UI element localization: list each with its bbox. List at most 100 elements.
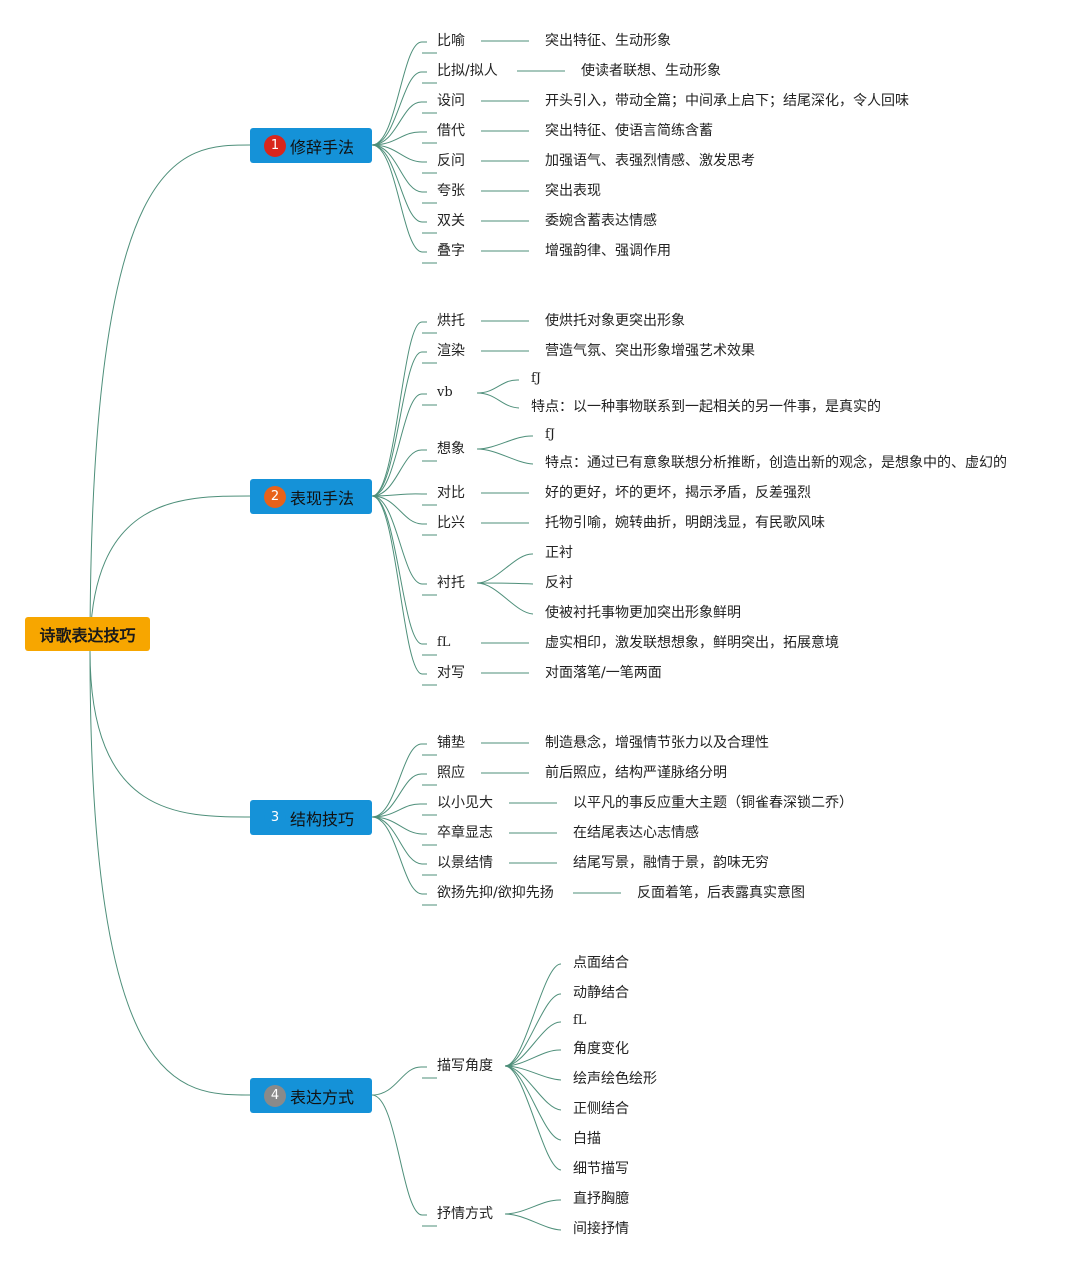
branch-label: 结构技巧 (290, 809, 355, 829)
topic-item[interactable]: 抒情方式 (437, 1206, 493, 1222)
item-to-child-connector (476, 392, 520, 409)
effect-text[interactable]: 对面落笔/一笔两面 (545, 665, 662, 681)
topic-item[interactable]: 对比 (437, 485, 465, 501)
effect-text[interactable]: 制造悬念，增强情节张力以及合理性 (545, 735, 769, 751)
child-item[interactable]: 点面结合 (573, 955, 629, 971)
child-item[interactable]: 直抒胸臆 (573, 1191, 629, 1207)
topic-item[interactable]: 以景结情 (437, 855, 493, 871)
branch-to-item-connector (371, 495, 427, 585)
child-item[interactable]: 使被衬托事物更加突出形象鲜明 (545, 605, 741, 621)
item-to-child-connector (504, 963, 562, 1067)
topic-item[interactable]: 铺垫 (437, 735, 465, 751)
topic-item[interactable]: 烘托 (437, 313, 465, 329)
effect-text[interactable]: 使读者联想、生动形象 (581, 63, 721, 79)
effect-text[interactable]: 使烘托对象更突出形象 (545, 313, 685, 329)
effect-text[interactable]: 营造气氛、突出形象增强艺术效果 (545, 343, 755, 359)
child-item[interactable]: 动静结合 (573, 985, 629, 1001)
topic-item[interactable]: vb (437, 385, 453, 400)
branch-to-item-connector (371, 816, 427, 865)
item-to-child-connector (504, 1049, 562, 1067)
topic-item[interactable]: 照应 (437, 765, 465, 781)
effect-text[interactable]: 前后照应，结构严谨脉络分明 (545, 765, 727, 781)
child-item[interactable]: 间接抒情 (573, 1221, 629, 1237)
item-to-child-connector (504, 1065, 562, 1111)
topic-item[interactable]: 比兴 (437, 515, 465, 531)
item-to-child-connector (504, 1199, 562, 1215)
effect-text[interactable]: 结尾写景，融情于景，韵味无穷 (573, 855, 769, 871)
effect-text[interactable]: 反面着笔，后表露真实意图 (637, 885, 805, 901)
branch-to-item-connector (371, 816, 427, 895)
child-item[interactable]: fL (573, 1013, 587, 1028)
child-item[interactable]: 反衬 (545, 575, 573, 591)
branch-label: 修辞手法 (290, 137, 355, 157)
item-to-child-connector (504, 1065, 562, 1171)
topic-item[interactable]: 设问 (437, 93, 465, 109)
root-to-branch-connector (89, 144, 251, 652)
root-node[interactable]: 诗歌表达技巧 (25, 617, 150, 651)
child-item[interactable]: 白描 (573, 1131, 601, 1147)
topic-item[interactable]: 描写角度 (437, 1058, 493, 1074)
topic-item[interactable]: 双关 (437, 213, 465, 229)
topic-item[interactable]: 渲染 (437, 343, 465, 359)
effect-text[interactable]: 突出表现 (545, 183, 601, 199)
effect-text[interactable]: 虚实相印，激发联想想象，鲜明突出，拓展意境 (545, 635, 839, 651)
effect-text[interactable]: 托物引喻，婉转曲折，明朗浅显，有民歌风味 (545, 515, 825, 531)
effect-text[interactable]: 突出特征、使语言简练含蓄 (545, 123, 713, 139)
effect-text[interactable]: 增强韵律、强调作用 (545, 243, 671, 259)
topic-item[interactable]: 衬托 (437, 575, 465, 591)
branch-to-item-connector (371, 495, 427, 675)
branch-to-item-connector (371, 144, 427, 163)
topic-item[interactable]: 比拟/拟人 (437, 63, 498, 79)
child-item[interactable]: 细节描写 (573, 1161, 629, 1177)
root-to-branch-connector (89, 650, 251, 1096)
number-badge-icon: 2 (264, 485, 286, 508)
branch-label: 表达方式 (290, 1087, 355, 1107)
topic-item[interactable]: 反问 (437, 153, 465, 169)
topic-item[interactable]: 对写 (437, 665, 465, 681)
item-to-child-connector (476, 448, 534, 465)
branch-to-item-connector (371, 131, 427, 146)
effect-text[interactable]: 好的更好，坏的更坏，揭示矛盾，反差强烈 (545, 485, 811, 501)
child-item[interactable]: 特点：以一种事物联系到一起相关的另一件事，是真实的 (531, 399, 881, 415)
child-item[interactable]: 正衬 (545, 545, 573, 561)
effect-text[interactable]: 加强语气、表强烈情感、激发思考 (545, 153, 755, 169)
child-item[interactable]: 特点：通过已有意象联想分析推断，创造出新的观念，是想象中的、虚幻的 (545, 455, 1007, 471)
effect-text[interactable]: 委婉含蓄表达情感 (545, 213, 657, 229)
topic-item[interactable]: 夸张 (437, 183, 465, 199)
child-item[interactable]: 正侧结合 (573, 1101, 629, 1117)
branch-to-item-connector (371, 1066, 427, 1096)
child-item[interactable]: 绘声绘色绘形 (573, 1071, 657, 1087)
effect-text[interactable]: 以平凡的事反应重大主题（铜雀春深锁二乔） (573, 795, 853, 811)
topic-item[interactable]: 想象 (437, 441, 465, 457)
branch-to-item-connector (371, 101, 427, 146)
topic-item[interactable]: fL (437, 635, 451, 650)
branch-to-item-connector (371, 351, 427, 497)
topic-item[interactable]: 叠字 (437, 243, 465, 259)
topic-item[interactable]: 以小见大 (437, 795, 493, 811)
child-item[interactable]: fJ (531, 371, 542, 386)
effect-text[interactable]: 开头引入，带动全篇；中间承上启下；结尾深化，令人回味 (545, 93, 909, 109)
child-item[interactable]: 角度变化 (573, 1041, 629, 1057)
branch-to-item-connector (371, 41, 427, 146)
number-badge-icon: 4 (264, 1084, 286, 1107)
branch-to-item-connector (371, 1094, 427, 1216)
item-to-child-connector (504, 1213, 562, 1231)
topic-item[interactable]: 欲扬先抑/欲抑先扬 (437, 885, 554, 901)
number-badge-icon: 3 (264, 806, 286, 829)
topic-item[interactable]: 比喻 (437, 33, 465, 49)
effect-text[interactable]: 在结尾表达心志情感 (573, 825, 699, 841)
child-item[interactable]: fJ (545, 427, 556, 442)
branch-to-item-connector (371, 144, 427, 253)
topic-item[interactable]: 卒章显志 (437, 825, 493, 841)
effect-text[interactable]: 突出特征、生动形象 (545, 33, 671, 49)
item-to-child-connector (504, 1021, 562, 1067)
item-to-child-connector (476, 379, 520, 394)
branch-to-item-connector (371, 493, 427, 497)
topic-item[interactable]: 借代 (437, 123, 465, 139)
